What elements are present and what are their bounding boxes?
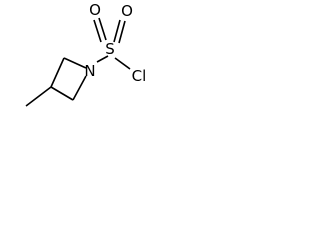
bond-c2-c3: [50, 57, 65, 88]
atom-n-label: N: [84, 62, 95, 80]
atom-o-right-label: O: [121, 2, 133, 20]
bond-n-s: [96, 55, 109, 63]
bond-c4-n: [72, 75, 87, 101]
bond-s-o-right-a: [113, 19, 121, 43]
atom-o-top-label: O: [89, 1, 101, 19]
bond-c3-c4: [50, 86, 74, 101]
bond-s-cl: [114, 57, 131, 70]
bond-n-c2: [63, 57, 87, 69]
atom-s-label: S: [105, 40, 115, 58]
bond-s-o-top-a: [93, 19, 102, 43]
bond-s-o-top-b: [98, 17, 107, 41]
bond-s-o-right-b: [118, 20, 126, 44]
structure-diagram: N S O O Cl: [25, 1, 147, 107]
bond-c3-methyl: [25, 86, 52, 107]
atom-cl-label: Cl: [132, 67, 147, 85]
